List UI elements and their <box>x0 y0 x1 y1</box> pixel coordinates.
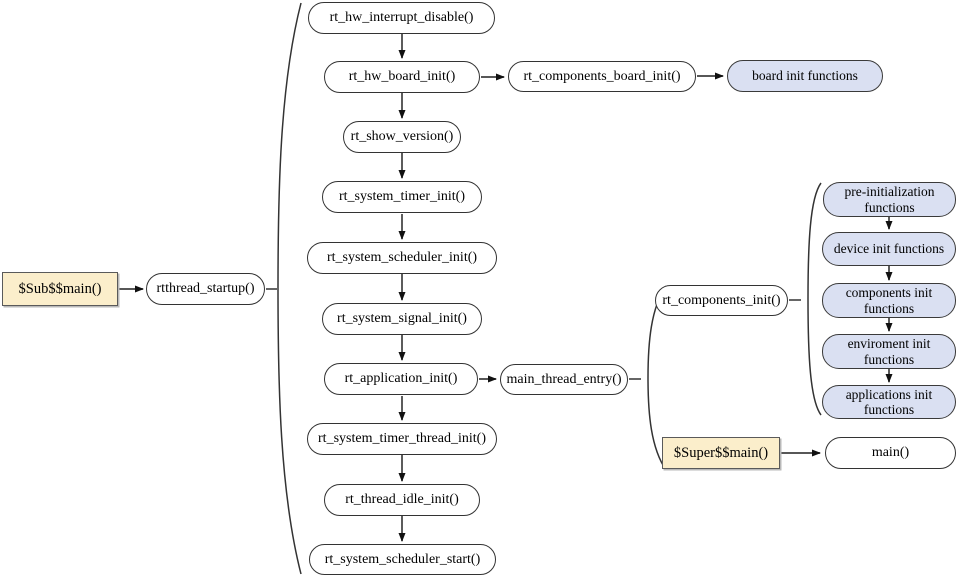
node-rt-system-timer-init: rt_system_timer_init() <box>322 181 482 213</box>
node-rt-application-init: rt_application_init() <box>324 363 478 395</box>
node-enviroment-init-functions: enviroment init functions <box>822 334 956 369</box>
node-pre-initialization-functions: pre-initialization functions <box>823 182 956 217</box>
node-device-init-functions: device init functions <box>822 232 956 266</box>
node-sub-main: $Sub$$main() <box>2 272 118 306</box>
node-rt-components-init: rt_components_init() <box>655 285 788 316</box>
node-applications-init-functions: applications init functions <box>822 385 956 419</box>
node-main-thread-entry: main_thread_entry() <box>500 364 628 395</box>
node-rt-system-signal-init: rt_system_signal_init() <box>322 303 482 335</box>
node-rt-system-timer-thread-init: rt_system_timer_thread_init() <box>307 423 497 455</box>
node-main: main() <box>825 437 956 469</box>
node-rtthread-startup: rtthread_startup() <box>146 273 265 305</box>
node-components-init-functions: components init functions <box>822 283 956 318</box>
node-rt-system-scheduler-init: rt_system_scheduler_init() <box>307 242 497 274</box>
node-rt-show-version: rt_show_version() <box>343 121 461 153</box>
node-super-main: $Super$$main() <box>662 437 780 469</box>
node-rt-hw-interrupt-disable: rt_hw_interrupt_disable() <box>308 2 495 34</box>
node-rt-hw-board-init: rt_hw_board_init() <box>324 61 480 93</box>
node-board-init-functions: board init functions <box>727 60 883 92</box>
node-rt-components-board-init: rt_components_board_init() <box>508 61 696 92</box>
node-rt-thread-idle-init: rt_thread_idle_init() <box>324 484 480 516</box>
node-rt-system-scheduler-start: rt_system_scheduler_start() <box>309 544 496 575</box>
